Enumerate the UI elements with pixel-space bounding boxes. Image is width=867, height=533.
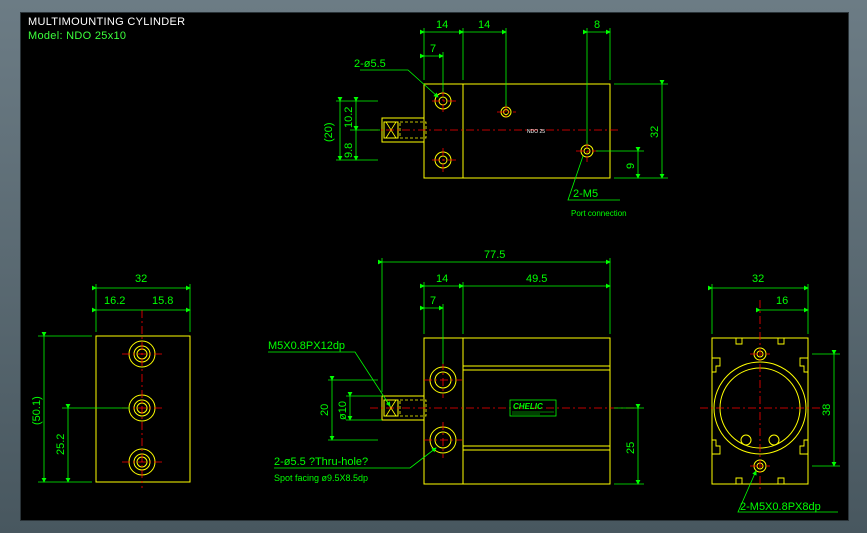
side-dim-50-1: (50.1) (31, 396, 43, 425)
top-hole-callout: 2-ø5.5 (354, 58, 386, 70)
front-view: CHELIC 77.5 14 49.5 7 (268, 249, 644, 485)
front-dim-14: 14 (436, 273, 448, 285)
end-dim-38: 38 (821, 404, 833, 416)
front-hole-callout: 2-ø5.5 ?Thru-hole? (274, 456, 368, 468)
top-dim-14a: 14 (436, 19, 448, 31)
side-dim-15-8: 15.8 (152, 295, 173, 307)
front-thread-callout: M5X0.8PX12dp (268, 340, 345, 352)
front-dim-77-5: 77.5 (484, 249, 505, 261)
drawing-title: MULTIMOUNTING CYLINDER (28, 16, 186, 28)
top-dim-8: 8 (594, 19, 600, 31)
front-dim-20: 20 (319, 404, 331, 416)
front-dim-25: 25 (625, 442, 637, 454)
front-dim-7: 7 (430, 295, 436, 307)
side-body-outline (95, 335, 191, 483)
top-small-label: NDO 25 (527, 129, 545, 135)
top-port-callout: 2-M5 (573, 188, 598, 200)
front-body-outline (423, 337, 611, 485)
side-dim-32: 32 (135, 273, 147, 285)
end-thread-callout: 2-M5X0.8PX8dp (740, 501, 821, 513)
end-bore-outer (713, 361, 807, 455)
front-logo-plate (509, 399, 557, 417)
front-dim-phi10: ø10 (337, 401, 349, 420)
top-body-outline (423, 83, 611, 179)
side-view: 32 16.2 15.8 (50.1) 25.2 (31, 273, 191, 488)
front-dim-49-5: 49.5 (526, 273, 547, 285)
top-dim-9: 9 (625, 163, 637, 169)
top-port-note: Port connection (571, 209, 627, 218)
front-logo: CHELIC (513, 402, 543, 411)
top-view: NDO 25 14 14 (323, 19, 668, 218)
top-dim-20: (20) (323, 122, 335, 142)
end-dim-16: 16 (776, 295, 788, 307)
front-spot-callout: Spot facing ø9.5X8.5dp (274, 473, 368, 483)
end-tap-left (740, 434, 752, 446)
top-dim-10-2: 10.2 (343, 107, 355, 128)
top-dim-32: 32 (649, 126, 661, 138)
end-tap-right (768, 434, 780, 446)
top-dim-9-8: 9.8 (343, 143, 355, 158)
top-dim-14b: 14 (478, 19, 490, 31)
end-view: 32 16 38 2-M5X0.8PX8dp (700, 273, 840, 513)
side-dim-16-2: 16.2 (104, 295, 125, 307)
model-label: Model: NDO 25x10 (28, 30, 127, 42)
top-dim-7: 7 (430, 43, 436, 55)
end-dim-32: 32 (752, 273, 764, 285)
side-dim-25-2: 25.2 (55, 434, 67, 455)
